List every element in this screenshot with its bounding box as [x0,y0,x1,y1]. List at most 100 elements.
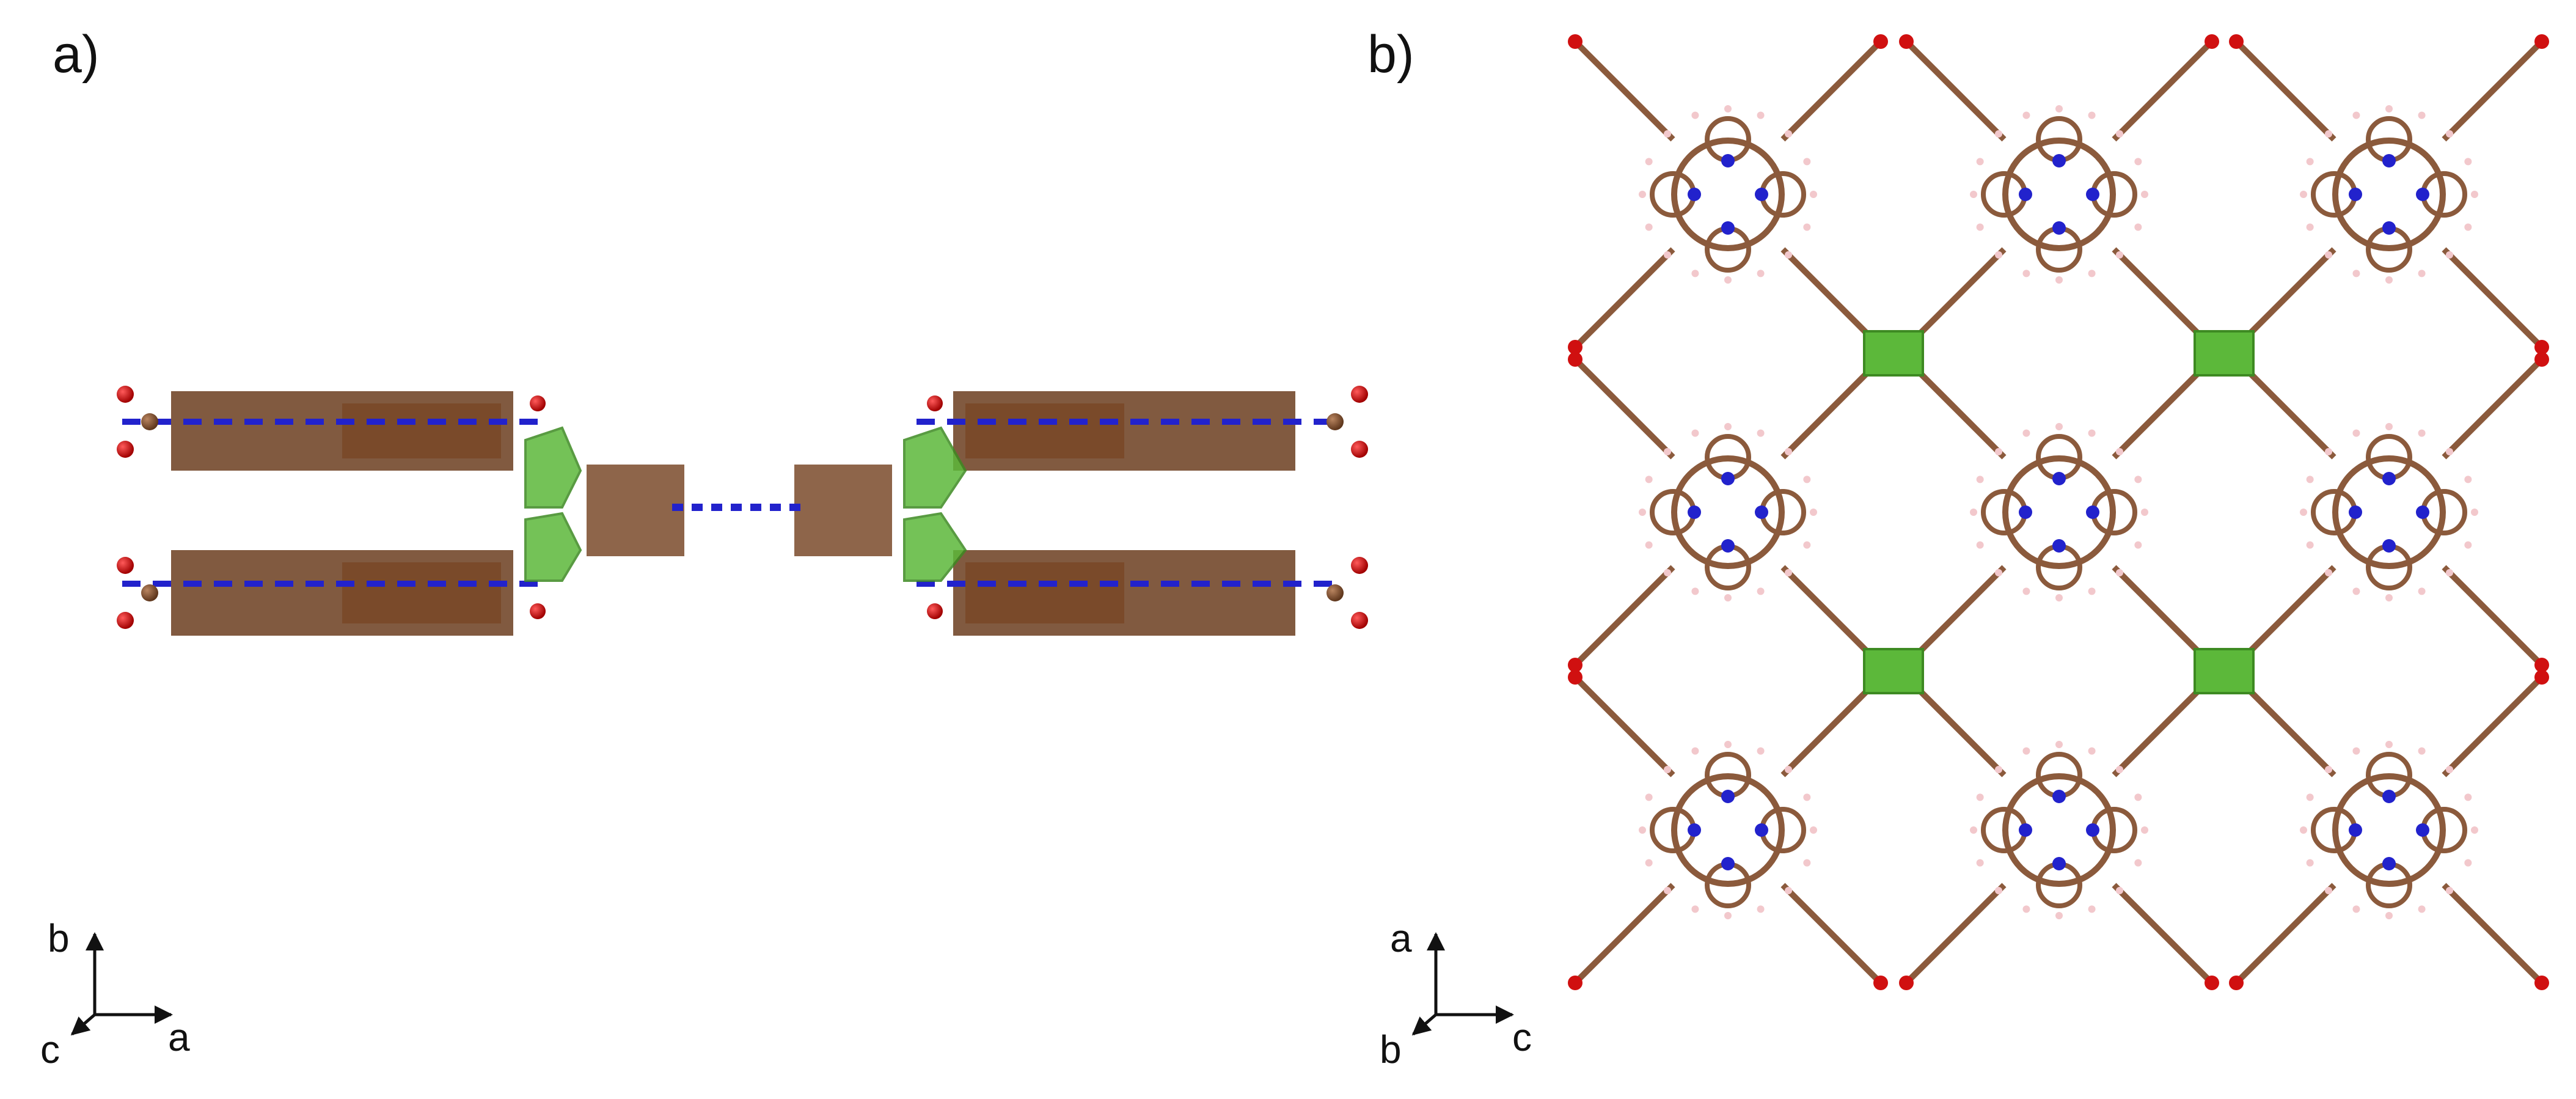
hydrogen-atom [1691,747,1699,755]
nitrogen-atom [2052,472,2066,485]
hydrogen-atom [1664,251,1672,259]
hydrogen-atom [2325,130,2333,138]
nitrogen-atom [2416,823,2429,837]
hydrogen-atom [2022,747,2030,755]
hydrogen-atom [2385,276,2393,284]
hydrogen-atom [1645,859,1653,867]
hydrogen-atom [1803,158,1811,166]
nitrogen-atom [2349,505,2362,519]
hydrogen-atom [1691,587,1699,595]
hydrogen-atom [1724,105,1732,112]
hydrogen-atom [2418,587,2426,595]
linker-arm [2112,39,2214,142]
hydrogen-atom [2088,905,2096,913]
hydrogen-atom [1691,111,1699,119]
nitrogen-atom [2052,539,2066,553]
hydrogen-atom [1810,191,1817,198]
porphyrin-core [2332,773,2446,887]
oxygen-atom [2229,34,2244,49]
hydrogen-atom [1976,859,1984,867]
layer-lower-right [917,550,1344,636]
hydrogen-atom [1976,793,1984,801]
hydrogen-atom [1724,912,1732,919]
nitrogen-atom [2382,221,2396,235]
hydrogen-atom [1784,448,1792,456]
porphyrin-core [2332,138,2446,251]
hydrogen-atom [2325,251,2333,259]
nitrogen-atom [1755,188,1768,201]
hydrogen-atom [1784,130,1792,138]
hydrogen-atom [1784,886,1792,894]
hydrogen-atom [2022,111,2030,119]
hydrogen-atom [2471,509,2478,516]
nitrogen-atom [2019,505,2032,519]
oxygen-atom [1568,976,1583,990]
hydrogen-atom [2385,912,2393,919]
hydrogen-atom [2352,111,2360,119]
hydrogen-atom [1664,130,1672,138]
hydrogen-atom [2325,886,2333,894]
nitrogen-atom [1721,539,1735,553]
hydrogen-atom [2300,191,2307,198]
hydrogen-atom [1645,223,1653,231]
oxygen-atom [1568,340,1583,355]
hydrogen-atom [2022,905,2030,913]
hydrogen-atom [2418,905,2426,913]
hydrogen-atom [1995,251,2003,259]
hydrogen-atom [2115,568,2123,576]
nitrogen-atom [2416,505,2429,519]
nitrogen-atom [2086,823,2099,837]
hydrogen-atom [2134,223,2142,231]
oxygen-atom [2205,34,2219,49]
oxygen-atom [1568,34,1583,49]
hydrogen-atom [1664,766,1672,774]
metal-polyhedron [1863,648,1924,694]
hydrogen-atom [2141,191,2148,198]
oxygen-atom [1899,34,1914,49]
hydrogen-atom [2115,448,2123,456]
nitrogen-atom [2349,188,2362,201]
hydrogen-atom [1995,568,2003,576]
nitrogen-atom [2382,154,2396,167]
oxygen-atom [2229,976,2244,990]
oxygen-atom [2534,34,2549,49]
hydrogen-atom [1784,251,1792,259]
nitrogen-atom [2086,188,2099,201]
hydrogen-atom [1803,223,1811,231]
hydrogen-atom [2352,270,2360,278]
hydrogen-atom [2306,793,2314,801]
hydrogen-atom [2022,270,2030,278]
layer-upper-right [917,391,1344,471]
hydrogen-atom [2445,766,2453,774]
hydrogen-atom [2134,541,2142,549]
nitrogen-atom [1688,505,1701,519]
hydrogen-atom [2055,423,2063,430]
nitrogen-atom [2416,188,2429,201]
panel-a-layers [117,386,1368,636]
hydrogen-atom [1784,766,1792,774]
nitrogen-atom [2349,823,2362,837]
hydrogen-atom [2088,270,2096,278]
metal-polyhedron [2194,648,2255,694]
porphyrin-core [2002,455,2116,569]
linker-arm [2112,883,2214,985]
oxygen-atom [2534,976,2549,990]
hydrogen-atom [2055,594,2063,601]
nitrogen-atom [2382,539,2396,553]
hydrogen-atom [1664,886,1672,894]
porphyrin-core [1671,138,1785,251]
hydrogen-atom [2022,429,2030,437]
hydrogen-atom [2418,111,2426,119]
nitrogen-atom [2382,790,2396,803]
hydrogen-atom [1757,111,1765,119]
metal-polyhedra-a [524,426,967,582]
hydrogen-atom [1645,793,1653,801]
hydrogen-atom [2471,191,2478,198]
hydrogen-atom [2464,158,2472,166]
oxygen-atom [2534,340,2549,355]
hydrogen-atom [1995,886,2003,894]
nitrogen-atom [2052,857,2066,870]
hydrogen-atom [2352,587,2360,595]
linker-arm [2442,247,2544,350]
panel-b-structure [1568,34,2549,990]
